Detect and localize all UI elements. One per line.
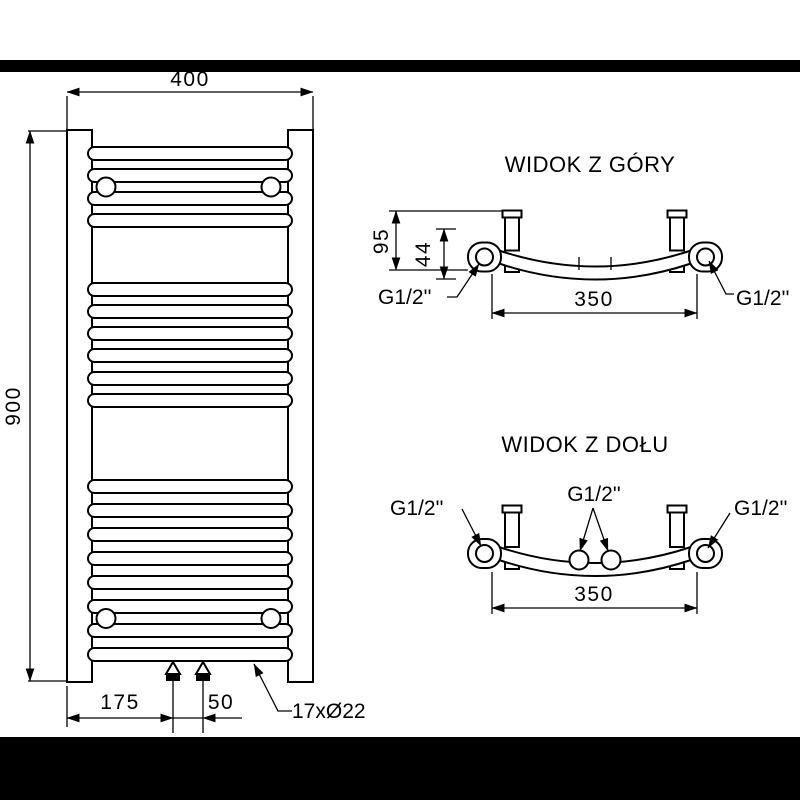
rung: [87, 304, 293, 319]
bottom-connection-spacing-dimension: 350: [491, 572, 698, 614]
svg-text:G1/2'': G1/2'': [378, 286, 432, 309]
dim-width-label: 400: [170, 68, 210, 91]
rung: [87, 371, 293, 386]
connection-port-left: [475, 544, 494, 563]
bracket-circle: [260, 176, 282, 198]
top-view-title: WIDOK Z GÓRY: [505, 152, 676, 177]
dim-valve-offset-label: 175: [100, 691, 140, 714]
rung: [87, 213, 293, 228]
bracket-circle: [95, 608, 117, 629]
rung: [87, 168, 293, 183]
top-connection-label-right: G1/2'': [708, 260, 790, 310]
bracket-circle: [95, 176, 117, 198]
connection-port-left: [475, 247, 494, 267]
bottom-connection-label-right: G1/2'': [707, 497, 788, 549]
top-connection-label-left: G1/2'': [378, 263, 480, 309]
height-dimension: 900: [2, 130, 67, 682]
bottom-view-bowed-tube: [467, 538, 723, 577]
svg-text:G1/2'': G1/2'': [734, 497, 788, 520]
bottom-view: WIDOK Z DOŁU G1/2'': [390, 432, 788, 614]
rung: [87, 146, 293, 161]
dim-bottom-connection-spacing-label: 350: [574, 583, 614, 606]
rung: [87, 503, 293, 518]
svg-text:G1/2'': G1/2'': [390, 497, 444, 520]
tube-count-callout: 17xØ22: [253, 663, 366, 723]
top-connection-spacing-dimension: 350: [491, 274, 698, 319]
valve-offset-dimension: 175: [66, 686, 174, 727]
dim-connection-depth-label: 44: [412, 241, 435, 267]
right-collector-rail: [287, 129, 314, 683]
rung: [87, 282, 293, 297]
dim-valve-spacing-label: 50: [208, 691, 234, 714]
rung: [87, 393, 293, 408]
rung: [87, 647, 293, 662]
rung: [87, 191, 293, 206]
rung: [87, 348, 293, 363]
connection-port-center-left: [568, 549, 590, 571]
dim-height-label: 900: [2, 386, 25, 426]
connection-port-right: [696, 544, 715, 563]
rung: [87, 575, 293, 590]
bottom-connection-label-left: G1/2'': [390, 497, 482, 547]
rung: [87, 326, 293, 341]
front-view: 400 900 175 50 17xØ22: [2, 68, 366, 733]
tube-count-label: 17xØ22: [292, 700, 366, 723]
rung: [87, 479, 293, 494]
bottom-view-title: WIDOK Z DOŁU: [501, 432, 668, 457]
dim-top-connection-spacing-label: 350: [574, 288, 614, 311]
width-dimension: 400: [66, 68, 314, 129]
svg-text:G1/2'': G1/2'': [567, 483, 621, 506]
letterbox-bottom: [0, 737, 800, 800]
svg-text:G1/2'': G1/2'': [736, 287, 790, 310]
connection-port-right: [696, 247, 715, 267]
valve-left: [164, 660, 182, 733]
rung: [87, 623, 293, 638]
dim-depth-label: 95: [370, 228, 393, 254]
connection-port-center-right: [600, 549, 622, 571]
rung: [87, 527, 293, 542]
left-collector-rail: [66, 129, 93, 683]
bottom-connection-label-center: G1/2'': [567, 483, 621, 552]
rung: [87, 551, 293, 566]
valve-spacing-dimension: 50: [173, 691, 242, 723]
valve-right: [194, 660, 212, 733]
connection-depth-dimension: 44: [412, 228, 456, 280]
rung: [87, 599, 293, 614]
depth-dimension: 95: [370, 210, 502, 271]
bracket-circle: [260, 608, 282, 629]
letterbox-top: [0, 60, 800, 72]
top-view: WIDOK Z GÓRY 95: [370, 152, 790, 319]
